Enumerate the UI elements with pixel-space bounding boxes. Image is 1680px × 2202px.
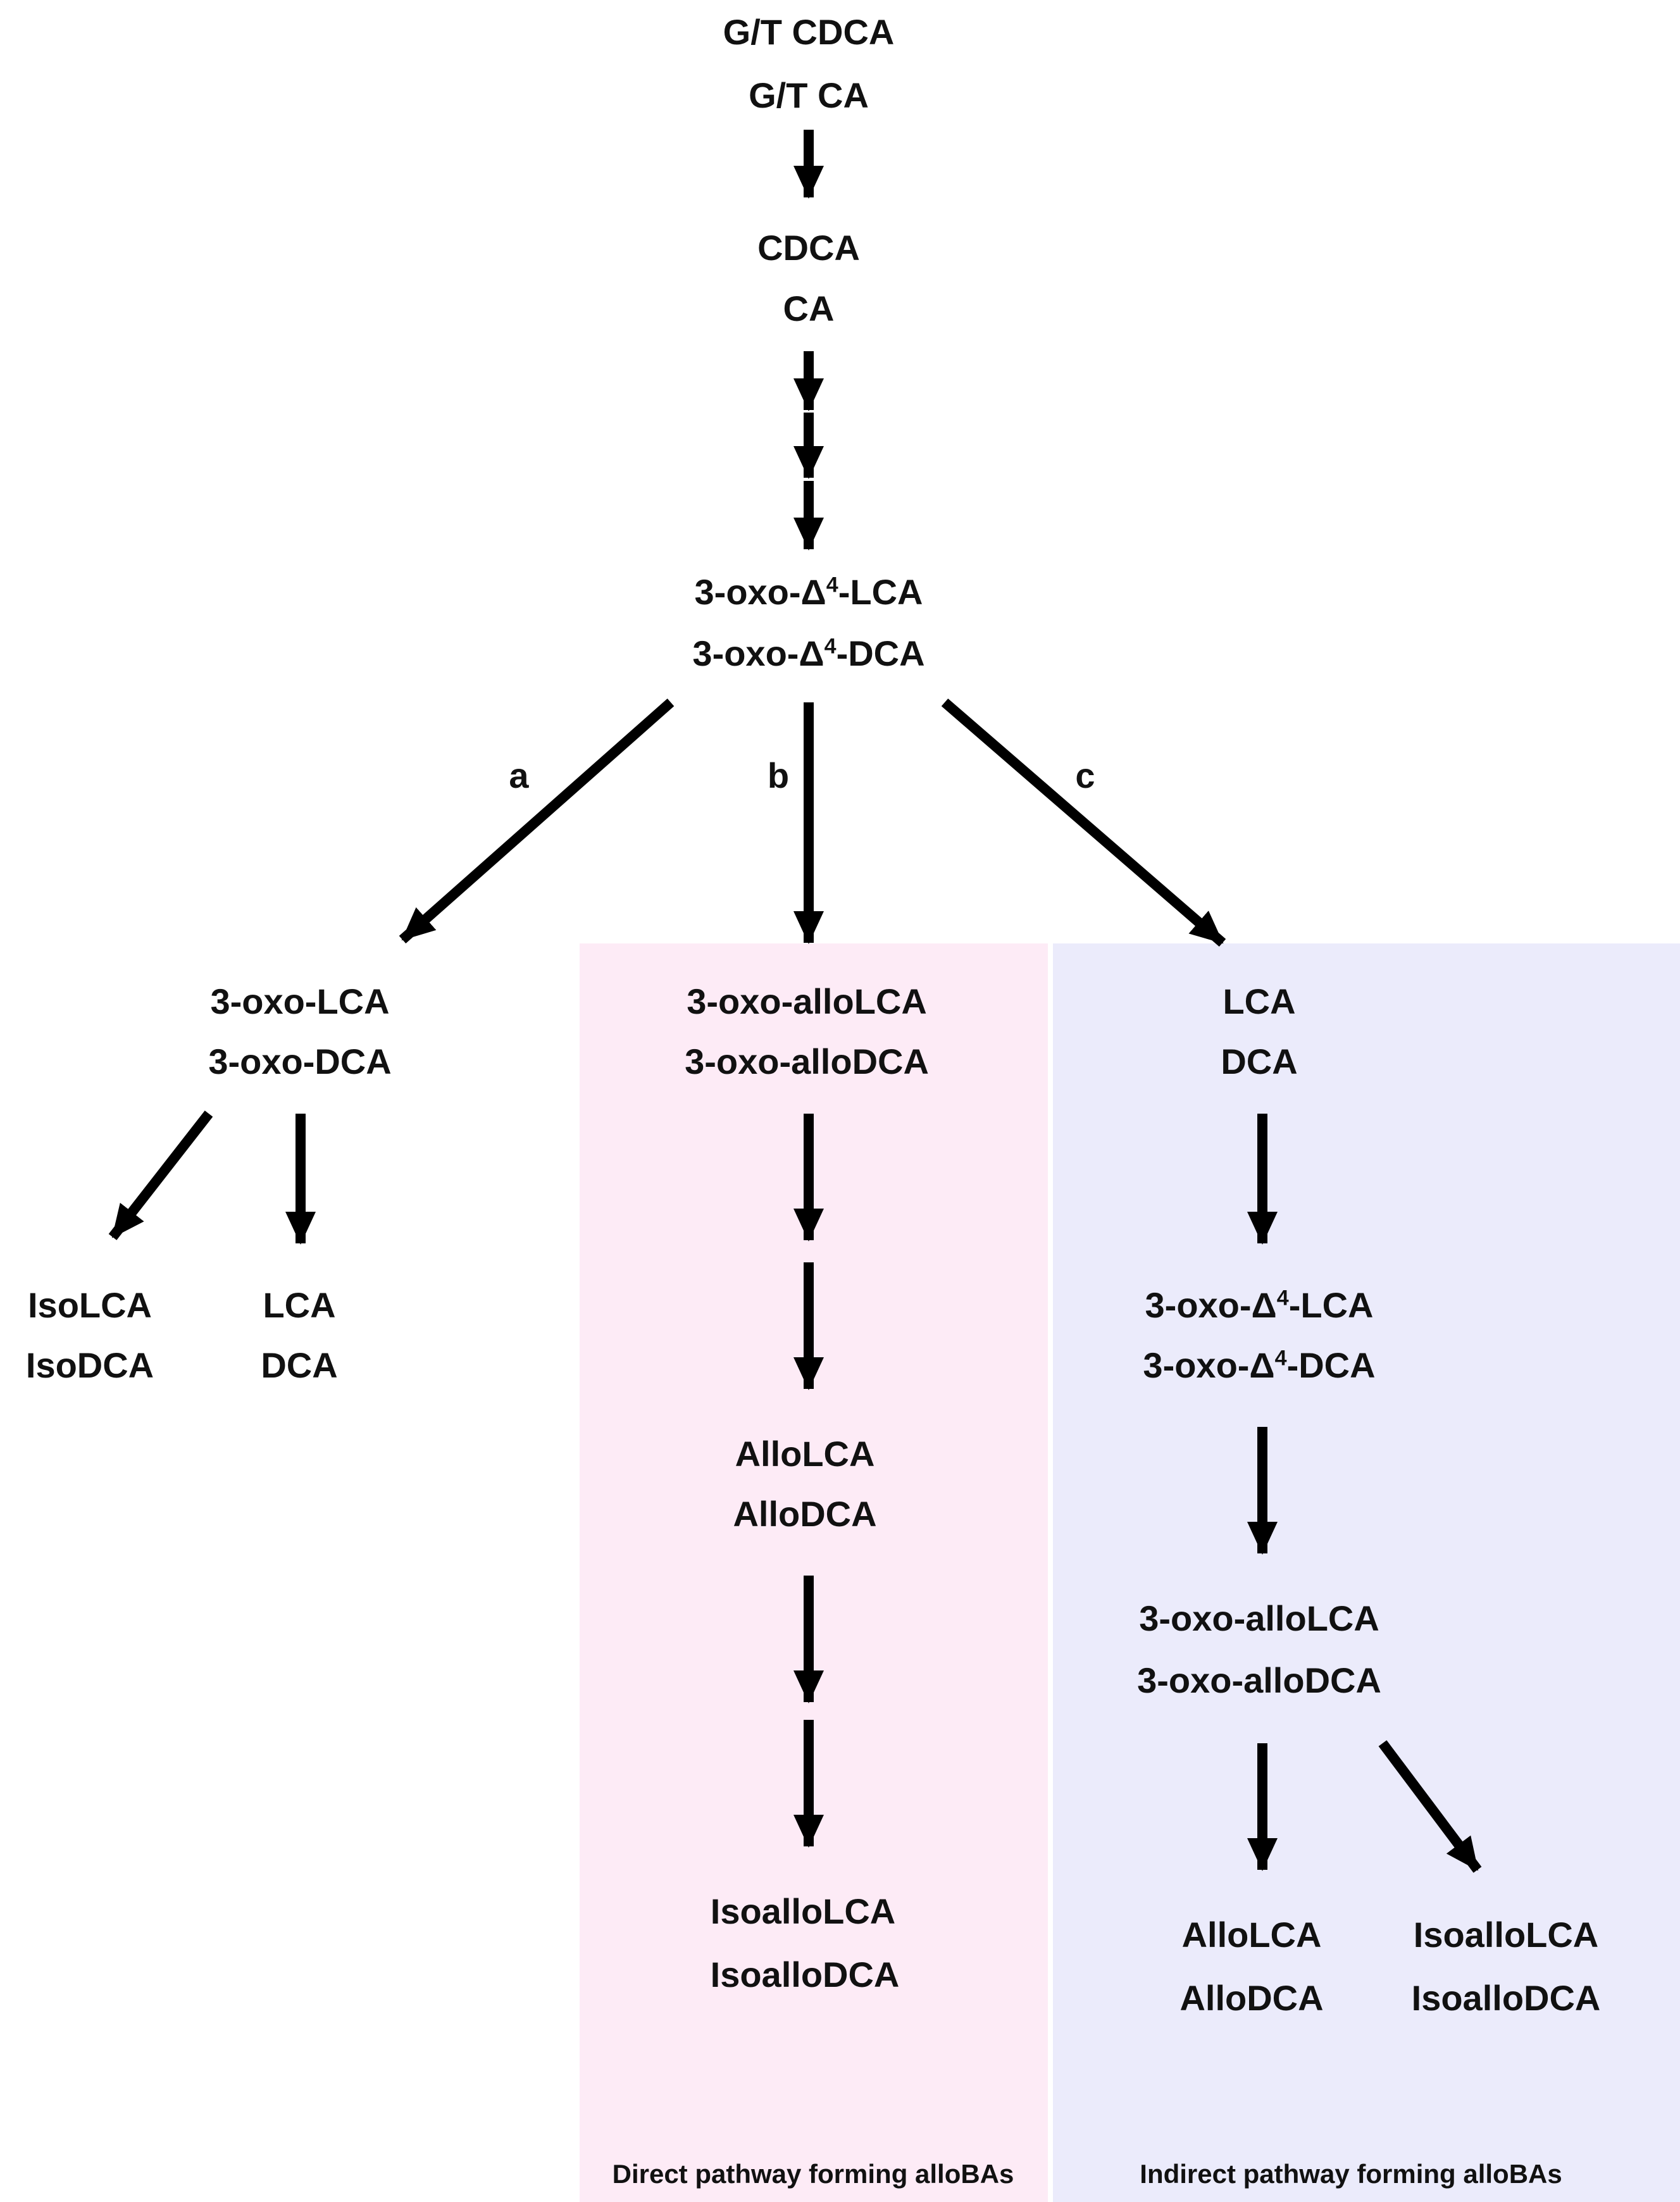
caption-direct-pathway: Direct pathway forming alloBAs [612,2159,1014,2189]
label-cdca: CDCA [757,228,860,268]
branch-label-a: a [509,756,529,795]
label-lca-a: LCA [263,1285,336,1325]
indirect-pathway-panel [1053,943,1680,2202]
label-3-oxo-allolca-b: 3-oxo-alloLCA [687,981,927,1021]
label-3-oxo-allodca-b: 3-oxo-alloDCA [685,1042,929,1081]
caption-indirect-pathway: Indirect pathway forming alloBAs [1140,2159,1562,2189]
label-3-oxo-dca: 3-oxo-DCA [208,1042,392,1081]
label-3-oxo-d4-lca: 3-oxo-Δ4-LCA [694,572,923,612]
label-isoallodca-c: IsoalloDCA [1411,1978,1601,2018]
branch-label-b: b [767,756,790,795]
label-isoallodca-b: IsoalloDCA [710,1955,900,1994]
label-3-oxo-d4-dca-c: 3-oxo-Δ4-DCA [1143,1345,1376,1385]
label-3-oxo-allodca-c: 3-oxo-alloDCA [1137,1660,1381,1700]
label-ca: CA [783,289,835,328]
label-dca-a: DCA [261,1345,338,1385]
label-dca-c: DCA [1221,1042,1298,1081]
label-allodca-b: AlloDCA [733,1494,877,1534]
arrow-indirect-4 [1378,1740,1482,1873]
superscript-4: 4 [824,634,837,659]
label-lca-c: LCA [1223,981,1296,1021]
label-3-oxo-d4-dca: 3-oxo-Δ4-DCA [692,633,925,673]
superscript-4: 4 [1276,1286,1289,1310]
branch-label-c: c [1075,756,1095,795]
superscript-4: 4 [1274,1346,1287,1371]
label-gt-ca: G/T CA [749,75,869,115]
label-gt-cdca: G/T CDCA [723,12,895,52]
superscript-4: 4 [826,573,838,597]
arrow-oxo-to-iso [108,1110,213,1240]
label-isoallolca-c: IsoalloLCA [1413,1915,1599,1955]
label-isodca: IsoDCA [25,1345,154,1385]
arrow-branch-a [399,699,675,943]
label-isoallolca-b: IsoalloLCA [710,1891,896,1931]
label-allolca-b: AlloLCA [735,1434,875,1474]
label-allolca-c: AlloLCA [1181,1915,1322,1955]
arrow-branch-c [941,698,1226,947]
label-3-oxo-d4-lca-c: 3-oxo-Δ4-LCA [1145,1285,1374,1325]
label-3-oxo-allolca-c: 3-oxo-alloLCA [1139,1598,1379,1638]
label-3-oxo-lca: 3-oxo-LCA [210,981,390,1021]
label-allodca-c: AlloDCA [1179,1978,1324,2018]
label-isolca: IsoLCA [28,1285,152,1325]
